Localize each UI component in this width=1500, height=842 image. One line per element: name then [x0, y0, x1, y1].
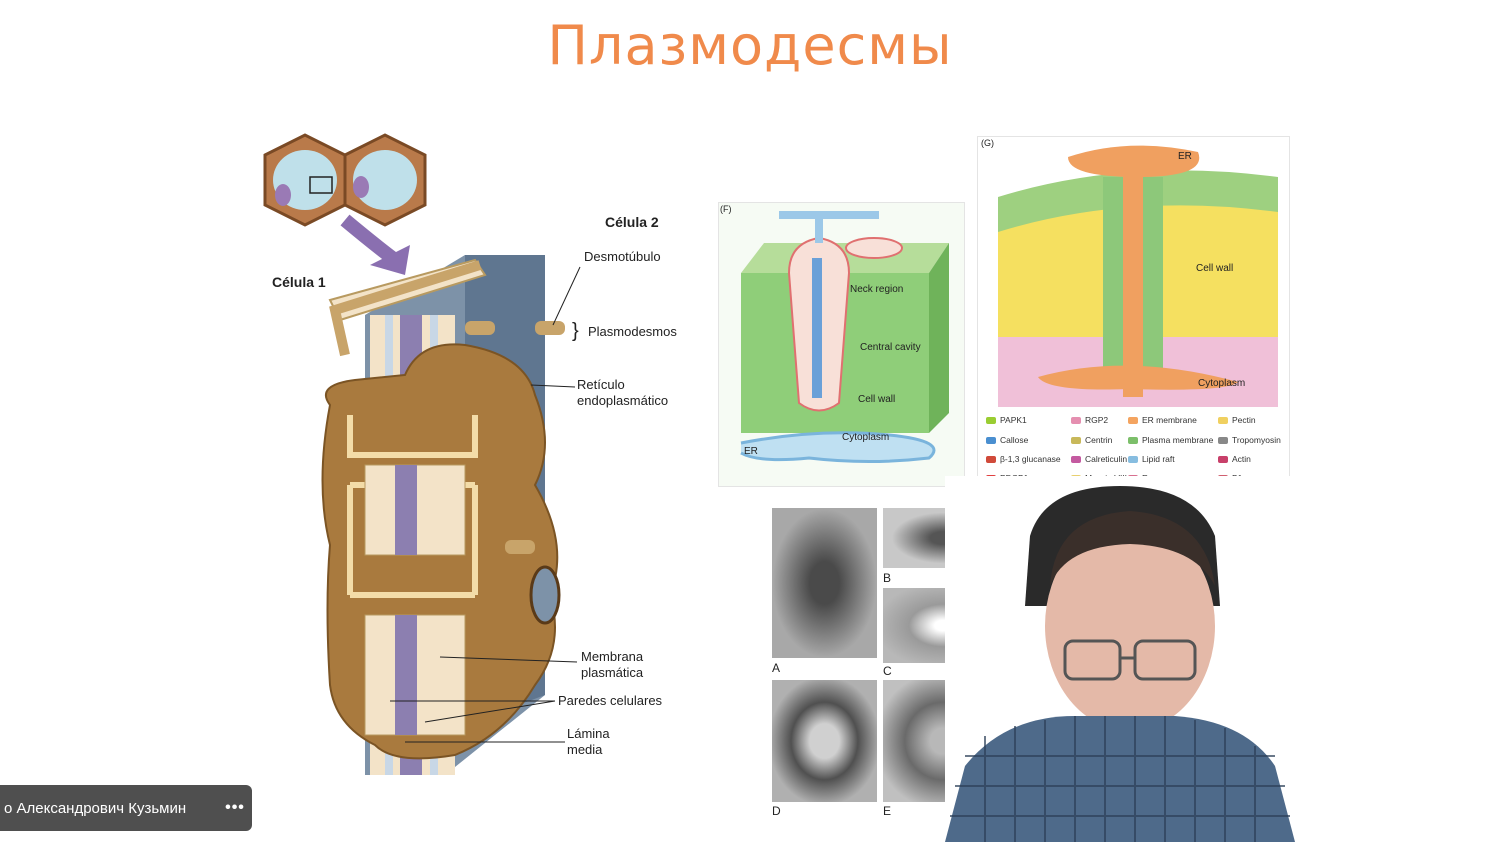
- legend-swatch: [1128, 416, 1138, 424]
- legend-item: Centrin: [1071, 435, 1112, 445]
- legend-item: Callose: [986, 435, 1028, 445]
- legend-item: Calreticulin: [1071, 454, 1127, 464]
- micrograph-a-label: A: [772, 661, 781, 675]
- legend-item: Tropomyosin: [1218, 435, 1281, 445]
- legend-item: PAPK1: [986, 415, 1027, 425]
- micrograph-b-label: B: [883, 571, 892, 585]
- cell-2-label: Célula 2: [605, 214, 659, 230]
- presenter-figure: [945, 476, 1295, 842]
- brace: }: [572, 320, 579, 342]
- er-label-f: ER: [744, 446, 758, 457]
- membrane-label-line2: plasmática: [581, 665, 644, 680]
- legend-swatch: [1071, 436, 1081, 444]
- figure-g-diagram: (G) ER Cell wall Cytoplasm PAPK1 RGP2 ER…: [977, 136, 1290, 487]
- figure-g-drawing: [998, 145, 1278, 407]
- legend-swatch: [986, 416, 996, 424]
- plasmodesmata-label: Plasmodesmos: [588, 324, 677, 339]
- er-label-g: ER: [1178, 151, 1192, 162]
- er-label-line2: endoplasmático: [577, 393, 669, 408]
- micrograph-d: [772, 680, 877, 802]
- micrograph-c-label: C: [883, 664, 892, 678]
- legend-swatch: [1071, 455, 1081, 463]
- figure-f-diagram: (F) Neck region Central cavity Cell wall…: [718, 202, 965, 487]
- cell-wall-label-f: Cell wall: [858, 394, 896, 405]
- er-label-line1: Retículo: [577, 377, 625, 392]
- more-options-icon[interactable]: •••: [225, 799, 245, 816]
- figure-g-panel-label: (G): [981, 138, 994, 148]
- desmotubule-label: Desmotúbulo: [584, 249, 661, 264]
- legend-item: ER membrane: [1128, 415, 1197, 425]
- figure-f-panel-label: (F): [720, 204, 732, 214]
- plasmodesmata-illustration: Célula 1 Célula 2 Desmotúbulo } Plasmode…: [235, 125, 683, 785]
- legend-swatch: [1218, 436, 1228, 444]
- neck-region-label: Neck region: [850, 284, 904, 295]
- cell-wall-label-g: Cell wall: [1196, 263, 1234, 274]
- micrograph-d-label: D: [772, 804, 781, 818]
- legend-swatch: [986, 436, 996, 444]
- figure-f-drawing: [740, 211, 949, 463]
- presenter-video[interactable]: [945, 476, 1295, 842]
- micrograph-e-label: E: [883, 804, 892, 818]
- slide-title: Плазмодесмы: [547, 14, 953, 77]
- legend-item: Actin: [1218, 454, 1251, 464]
- legend-item: β-1,3 glucanase: [986, 454, 1061, 464]
- cytoplasm-label-g: Cytoplasm: [1198, 378, 1246, 389]
- legend-item: Lipid raft: [1128, 454, 1175, 464]
- lamina-label-line2: media: [567, 742, 603, 757]
- legend-item: Plasma membrane: [1128, 435, 1213, 445]
- legend-swatch: [1128, 436, 1138, 444]
- central-cavity-label: Central cavity: [860, 342, 921, 353]
- participant-name: о Александрович Кузьмин: [4, 799, 187, 817]
- cell-1-label: Célula 1: [272, 274, 326, 290]
- cytoplasm-label-f: Cytoplasm: [842, 432, 890, 443]
- membrane-label-line1: Membrana: [581, 649, 644, 664]
- participant-name-bar[interactable]: о Александрович Кузьмин •••: [0, 785, 252, 831]
- legend-swatch: [1218, 455, 1228, 463]
- legend-swatch: [1128, 455, 1138, 463]
- legend-swatch: [1218, 416, 1228, 424]
- legend-swatch: [986, 455, 996, 463]
- legend-item: Pectin: [1218, 415, 1256, 425]
- lamina-label-line1: Lámina: [567, 726, 610, 741]
- plasmodesmata-drawing: [263, 133, 581, 775]
- legend-item: RGP2: [1071, 415, 1108, 425]
- micrograph-a: [772, 508, 877, 658]
- legend-swatch: [1071, 416, 1081, 424]
- walls-label: Paredes celulares: [558, 693, 663, 708]
- cell-overview-icon: [263, 133, 427, 227]
